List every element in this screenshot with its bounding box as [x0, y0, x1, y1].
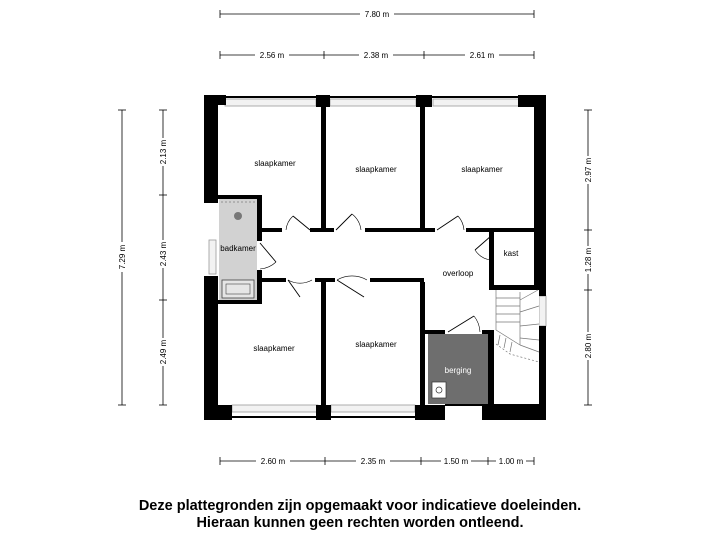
dimension-bottom-segments: 2.60 m 2.35 m 1.50 m 1.00 m: [219, 456, 535, 466]
svg-text:1.00 m: 1.00 m: [499, 457, 524, 466]
door-bedroom-top-left: [285, 215, 311, 231]
door-bathroom: [259, 242, 277, 270]
wall-right: [534, 95, 546, 295]
dimension-left-segments: 2.13 m 2.43 m 2.49 m: [158, 109, 168, 406]
room-label-landing: overloop: [443, 269, 474, 278]
svg-text:2.56 m: 2.56 m: [260, 51, 285, 60]
room-label-bedroom-top-right: slaapkamer: [461, 165, 503, 174]
svg-text:2.38 m: 2.38 m: [364, 51, 389, 60]
door-bedroom-bottom-left: [287, 279, 313, 298]
room-label-bedroom-top-mid: slaapkamer: [355, 165, 397, 174]
room-label-bathroom: badkamer: [220, 244, 256, 253]
window-bottom-left: [231, 404, 319, 413]
room-label-bedroom-bottom-mid: slaapkamer: [355, 340, 397, 349]
window-bottom-mid: [330, 404, 416, 413]
boiler-icon: [431, 381, 447, 399]
door-closet: [474, 235, 492, 261]
svg-text:2.43 m: 2.43 m: [159, 241, 168, 266]
svg-text:7.29 m: 7.29 m: [118, 244, 127, 269]
svg-text:2.60 m: 2.60 m: [261, 457, 286, 466]
sink-icon: [221, 279, 255, 299]
room-label-closet: kast: [504, 249, 519, 258]
dimension-top-segments: 2.56 m 2.38 m 2.61 m: [219, 50, 535, 60]
svg-text:7.80 m: 7.80 m: [365, 10, 390, 19]
shower-drain-icon: [234, 212, 242, 220]
wall-left-upper: [204, 95, 218, 197]
window-top-right: [432, 98, 520, 107]
door-bedroom-top-mid: [335, 213, 362, 231]
svg-text:2.13 m: 2.13 m: [159, 139, 168, 164]
disclaimer-line-2: Hieraan kunnen geen rechten worden ontle…: [196, 515, 524, 531]
bathroom-fixtures: [221, 201, 255, 299]
svg-text:2.80 m: 2.80 m: [584, 333, 593, 358]
door-bedroom-top-right: [436, 215, 465, 231]
door-storage: [447, 315, 481, 333]
doors: [259, 213, 492, 333]
window-top-left: [224, 98, 317, 107]
wall-left-lower: [204, 276, 218, 420]
window-bathroom: [208, 239, 217, 275]
svg-text:2.97 m: 2.97 m: [584, 157, 593, 182]
walls: [204, 95, 546, 420]
room-label-storage: berging: [445, 366, 472, 375]
dimension-top-total: 7.80 m: [219, 9, 535, 19]
door-bedroom-bottom-mid: [336, 275, 368, 298]
storage-fixtures: [431, 381, 447, 399]
window-top-mid: [329, 98, 417, 107]
svg-text:2.35 m: 2.35 m: [361, 457, 386, 466]
room-label-bedroom-bottom-left: slaapkamer: [253, 344, 295, 353]
svg-text:2.49 m: 2.49 m: [159, 339, 168, 364]
svg-text:1.28 m: 1.28 m: [584, 247, 593, 272]
dimension-right-segments: 2.97 m 1.28 m 2.80 m: [583, 109, 593, 406]
svg-text:1.50 m: 1.50 m: [444, 457, 469, 466]
disclaimer-line-1: Deze plattegronden zijn opgemaakt voor i…: [138, 498, 582, 514]
dimension-left-total: 7.29 m: [117, 109, 127, 406]
room-label-bedroom-top-left: slaapkamer: [254, 159, 296, 168]
svg-text:2.61 m: 2.61 m: [470, 51, 495, 60]
window-stair: [538, 295, 547, 327]
staircase: [494, 289, 540, 404]
